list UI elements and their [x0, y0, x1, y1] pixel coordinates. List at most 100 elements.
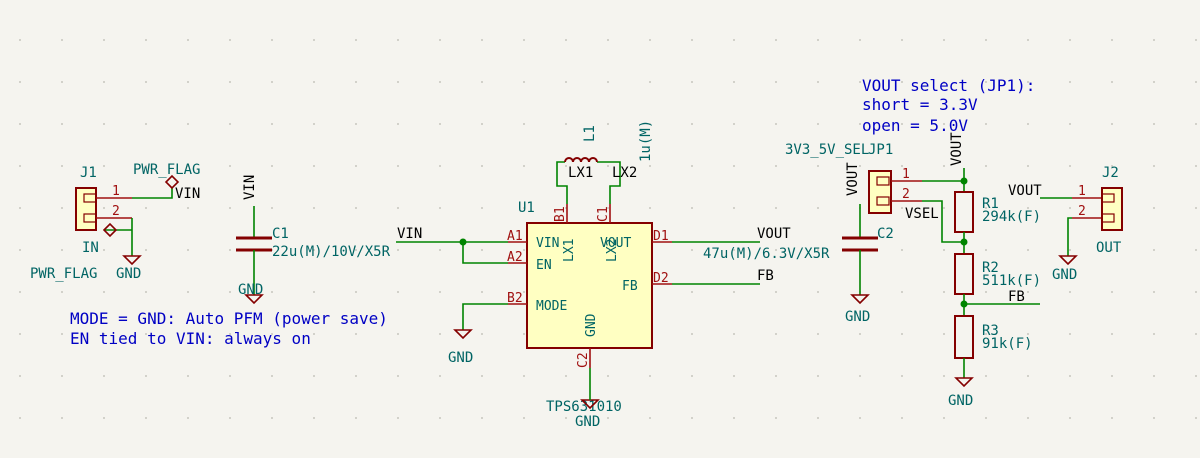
grid-dot	[607, 165, 609, 167]
grid-dot	[1153, 249, 1155, 251]
grid-dot	[565, 165, 567, 167]
grid-dot	[19, 333, 21, 335]
grid-dot	[61, 207, 63, 209]
grid-dot	[145, 249, 147, 251]
grid-dot	[187, 291, 189, 293]
grid-dot	[271, 39, 273, 41]
grid-dot	[397, 333, 399, 335]
u1-pin-d1: D1	[653, 229, 669, 244]
net-label-vout-j2: VOUT	[1008, 183, 1042, 199]
grid-dot	[733, 165, 735, 167]
wire-l1-lx1	[556, 161, 568, 204]
grid-dot	[1069, 39, 1071, 41]
grid-dot	[817, 375, 819, 377]
grid-dot	[439, 39, 441, 41]
grid-dot	[313, 123, 315, 125]
grid-dot	[397, 39, 399, 41]
jp1-body	[868, 170, 892, 214]
u1-pinname-lx1: LX1	[562, 239, 577, 262]
grid-dot	[19, 417, 21, 419]
grid-dot	[649, 39, 651, 41]
grid-dot	[1153, 417, 1155, 419]
grid-dot	[61, 165, 63, 167]
grid-dot	[145, 165, 147, 167]
u1-pin-b2: B2	[507, 291, 523, 306]
grid-dot	[481, 123, 483, 125]
ic-u1[interactable]: U1 A1 A2 B2 D1 D2 B1 C1 C2 VIN EN MODE V…	[507, 200, 672, 415]
pwr-flag-vin[interactable]: PWR_FLAG VIN	[133, 162, 200, 202]
grid-dot	[523, 81, 525, 83]
grid-dot	[901, 333, 903, 335]
connector-j2[interactable]: J2 1 2 OUT	[1072, 165, 1123, 256]
grid-dot	[1153, 333, 1155, 335]
grid-dot	[187, 165, 189, 167]
grid-dot	[439, 291, 441, 293]
net-label-vout-divider: VOUT	[949, 132, 965, 166]
j2-ref: J2	[1102, 165, 1119, 181]
gnd-symbol-mode	[453, 329, 473, 340]
grid-dot	[775, 165, 777, 167]
grid-dot	[523, 165, 525, 167]
grid-dot	[943, 291, 945, 293]
grid-dot	[271, 291, 273, 293]
grid-dot	[1195, 81, 1197, 83]
grid-dot	[439, 333, 441, 335]
u1-value: TPS631010	[546, 399, 622, 415]
grid-dot	[1111, 123, 1113, 125]
grid-dot	[19, 81, 21, 83]
capacitor-c1[interactable]: VIN C1 22u(M)/10V/X5R GND	[236, 175, 391, 305]
net-label-lx2: LX2	[612, 165, 637, 181]
grid-dot	[775, 249, 777, 251]
grid-dot	[355, 39, 357, 41]
grid-dot	[481, 291, 483, 293]
jumper-jp1[interactable]: 3V3_5V_SEL JP1 1 2	[785, 142, 922, 214]
grid-dot	[901, 39, 903, 41]
grid-dot	[103, 333, 105, 335]
grid-dot	[859, 123, 861, 125]
u1-pinname-lx2: LX2	[605, 239, 620, 262]
resistor-r3[interactable]: R3 91k(F)	[954, 315, 1033, 359]
capacitor-c2[interactable]: VOUT C2 47u(M)/6.3V/X5R GND	[703, 162, 894, 325]
pwr-flag-gnd[interactable]: PWR_FLAG	[30, 222, 118, 282]
grid-dot	[187, 81, 189, 83]
grid-dot	[733, 417, 735, 419]
u1-pin-a2: A2	[507, 250, 523, 265]
inductor-l1[interactable]: L1 1u(M)	[564, 120, 654, 163]
grid-dot	[61, 417, 63, 419]
grid-dot	[775, 207, 777, 209]
pwr-flag-top-label: PWR_FLAG	[133, 162, 200, 178]
grid-dot	[1027, 291, 1029, 293]
grid-dot	[1153, 375, 1155, 377]
grid-dot	[985, 375, 987, 377]
grid-dot	[271, 333, 273, 335]
grid-dot	[691, 333, 693, 335]
grid-dot	[1027, 249, 1029, 251]
grid-dot	[355, 417, 357, 419]
grid-dot	[313, 375, 315, 377]
resistor-r2[interactable]: R2 511k(F)	[954, 253, 1041, 295]
grid-dot	[187, 333, 189, 335]
gnd-label-r3: GND	[948, 393, 973, 409]
grid-dot	[817, 333, 819, 335]
gnd-label-j1: GND	[116, 266, 141, 282]
connector-j1[interactable]: J1 1 2 IN	[75, 165, 132, 256]
grid-dot	[607, 417, 609, 419]
grid-dot	[1111, 375, 1113, 377]
note-mode-line1: MODE = GND: Auto PFM (power save)	[70, 309, 388, 328]
wire-j1-vin	[132, 188, 173, 199]
grid-dot	[1153, 123, 1155, 125]
grid-dot	[985, 417, 987, 419]
grid-dot	[481, 207, 483, 209]
r3-ref: R3	[982, 323, 999, 339]
grid-dot	[271, 207, 273, 209]
jp1-value: 3V3_5V_SEL	[785, 142, 869, 158]
grid-dot	[943, 249, 945, 251]
grid-dot	[439, 417, 441, 419]
grid-dot	[187, 39, 189, 41]
grid-dot	[313, 291, 315, 293]
grid-dot	[1027, 375, 1029, 377]
grid-dot	[943, 417, 945, 419]
grid-dot	[313, 207, 315, 209]
wire-jp1-vsel	[922, 200, 964, 243]
grid-dot	[19, 249, 21, 251]
